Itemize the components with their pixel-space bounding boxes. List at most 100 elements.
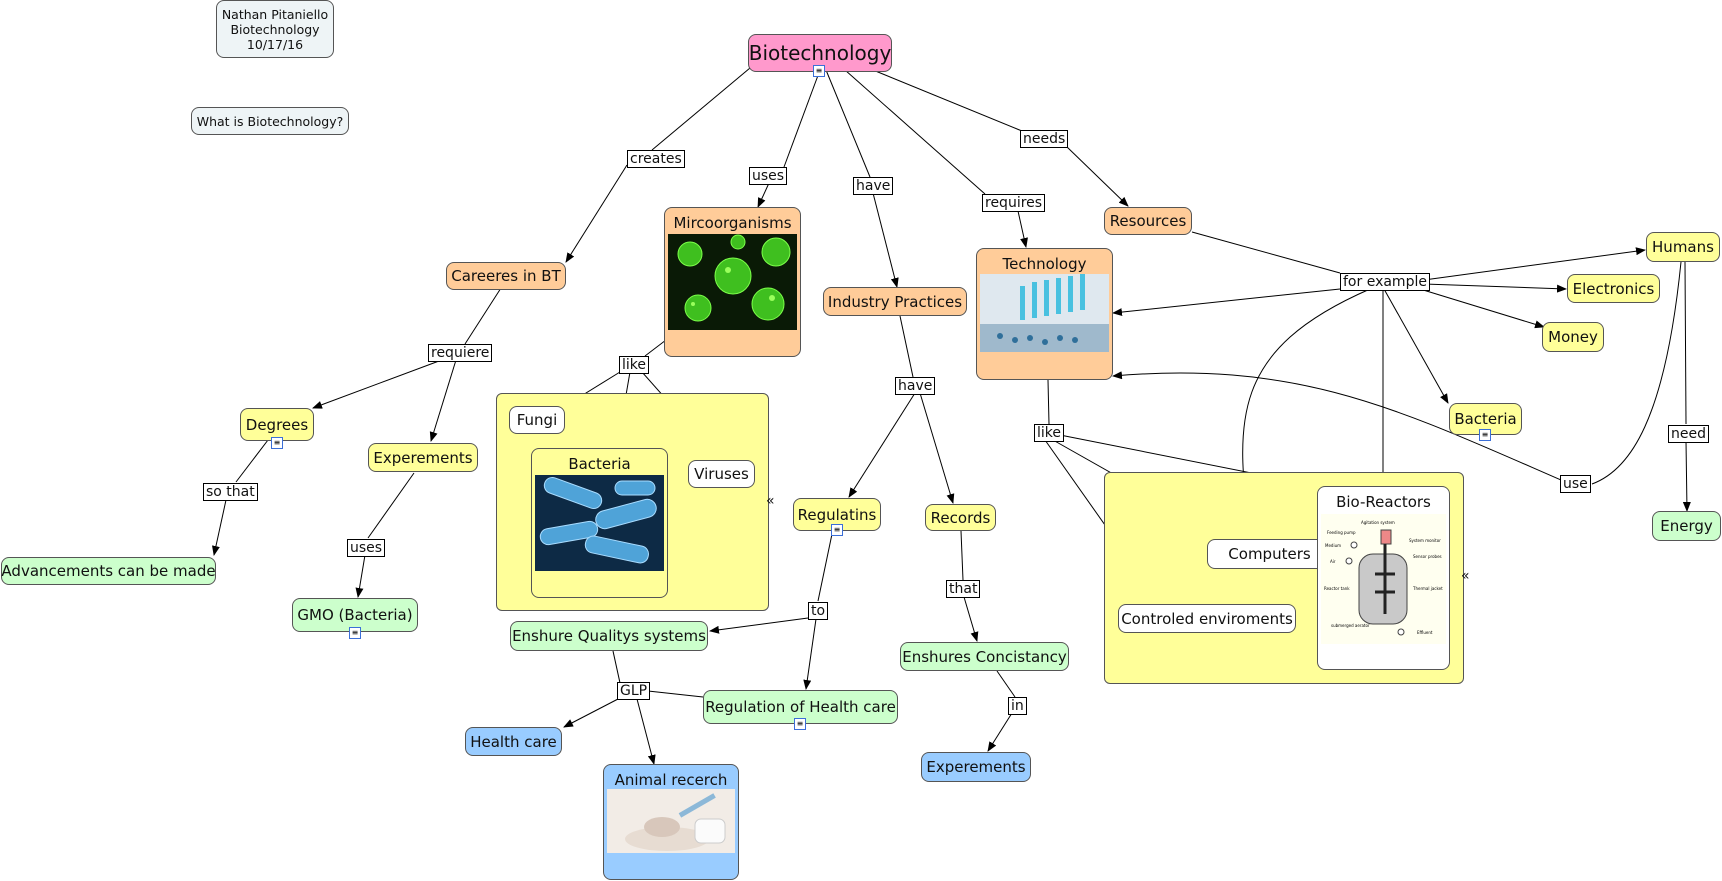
node-industry-practices-label: Industry Practices [827, 292, 963, 311]
virus-illustration [677, 234, 791, 322]
node-energy[interactable]: Energy [1652, 511, 1721, 541]
node-health-care-label: Health care [470, 732, 557, 751]
question-box[interactable]: What is Biotechnology? [191, 107, 349, 135]
note-icon[interactable]: ≡ [831, 524, 843, 536]
node-viruses[interactable]: Viruses [688, 460, 755, 488]
node-biotechnology-label: Biotechnology [748, 41, 892, 65]
node-regulation-health-care-label: Regulation of Health care [705, 698, 896, 716]
note-icon[interactable]: ≡ [1479, 429, 1491, 441]
node-careers-label: Careeres in BT [451, 267, 561, 285]
pipette-illustration [980, 274, 1109, 352]
link-needs[interactable]: needs [1020, 130, 1069, 148]
node-money-label: Money [1548, 328, 1598, 346]
virus-image [668, 234, 797, 330]
node-degrees[interactable]: Degrees [240, 408, 314, 441]
note-icon[interactable]: ≡ [813, 65, 825, 77]
node-degrees-label: Degrees [245, 415, 309, 434]
link-need[interactable]: need [1668, 425, 1709, 443]
link-like-tech[interactable]: like [1034, 424, 1065, 442]
node-careers[interactable]: Careeres in BT [446, 262, 566, 290]
node-quality-systems[interactable]: Enshure Qualitys systems [510, 621, 708, 651]
node-experiments[interactable]: Experements [368, 443, 478, 472]
link-glp[interactable]: GLP [617, 682, 651, 700]
link-to[interactable]: to [808, 602, 829, 620]
link-like-micro[interactable]: like [619, 356, 650, 374]
node-computers-label: Computers [1228, 545, 1311, 563]
node-controlled-environments[interactable]: Controled enviroments [1118, 604, 1296, 633]
node-experiments-label: Experements [373, 448, 473, 467]
bioreactor-feeding-label: Feeding pump [1327, 530, 1356, 535]
node-electronics-label: Electronics [1572, 279, 1655, 298]
bioreactor-medium-label: Medium [1325, 543, 1341, 548]
node-industry-practices[interactable]: Industry Practices [823, 287, 967, 316]
author-subject: Biotechnology [230, 21, 320, 37]
node-energy-label: Energy [1660, 517, 1713, 535]
node-controlled-environments-label: Controled enviroments [1121, 609, 1293, 628]
link-uses[interactable]: uses [749, 167, 788, 185]
bacteria-image [535, 475, 664, 571]
link-so-that[interactable]: so that [203, 483, 258, 501]
link-that[interactable]: that [946, 580, 981, 598]
technology-image [980, 274, 1109, 352]
bioreactor-effluent-label: Effluent [1417, 630, 1433, 635]
lab-mouse-illustration [625, 793, 726, 851]
bioreactor-jacket-label: Thermal jacket [1413, 586, 1443, 591]
node-electronics[interactable]: Electronics [1567, 274, 1660, 303]
link-have-industry[interactable]: have [895, 377, 936, 395]
link-for-example[interactable]: for example [1340, 273, 1430, 291]
node-records-label: Records [930, 508, 991, 527]
node-consistency-label: Enshures Concistancy [902, 647, 1067, 666]
node-health-care[interactable]: Health care [465, 727, 562, 756]
node-fungi-label: Fungi [516, 411, 558, 429]
note-icon[interactable]: ≡ [349, 627, 361, 639]
node-advancements[interactable]: Advancements can be made [1, 557, 216, 585]
animal-research-image [607, 789, 735, 853]
node-technology-label: Technology [1002, 255, 1087, 273]
note-icon[interactable]: ≡ [794, 718, 806, 730]
bioreactor-sparger-label: submerged aerator [1331, 623, 1370, 628]
node-consistency[interactable]: Enshures Concistancy [900, 642, 1069, 671]
node-viruses-label: Viruses [694, 465, 749, 483]
bioreactor-tank-label: Reactor tank [1324, 586, 1350, 591]
link-requires[interactable]: requires [982, 194, 1046, 212]
link-in[interactable]: in [1008, 697, 1027, 715]
bioreactor-agitation-label: Agitation system [1361, 520, 1395, 525]
author-info-box: Nathan Pitaniello Biotechnology 10/17/16 [216, 0, 334, 58]
node-records[interactable]: Records [925, 504, 996, 531]
node-computers[interactable]: Computers [1207, 539, 1332, 569]
bioreactor-image: Agitation system Feeding pump Medium Air… [1321, 514, 1446, 644]
node-fungi[interactable]: Fungi [509, 406, 565, 434]
node-regulations-label: Regulatins [797, 505, 877, 524]
bioreactor-illustration [1345, 529, 1408, 636]
node-experiments-leaf[interactable]: Experements [921, 752, 1031, 782]
bioreactor-air-label: Air [1330, 559, 1336, 564]
node-money[interactable]: Money [1542, 322, 1604, 352]
link-creates[interactable]: creates [627, 150, 685, 168]
node-gmo-label: GMO (Bacteria) [297, 606, 413, 624]
node-animal-research-label: Animal recerch [614, 771, 728, 789]
note-icon[interactable]: ≡ [271, 437, 283, 449]
node-quality-systems-label: Enshure Qualitys systems [512, 627, 706, 645]
node-resources-label: Resources [1109, 212, 1187, 230]
link-use[interactable]: use [1560, 475, 1591, 493]
node-biotechnology[interactable]: Biotechnology [748, 34, 892, 72]
link-requiere[interactable]: requiere [428, 344, 493, 362]
link-uses-experiments[interactable]: uses [347, 539, 386, 557]
author-date: 10/17/16 [246, 36, 304, 52]
bioreactor-sensor-label: Sensor probes [1413, 554, 1442, 559]
node-advancements-label: Advancements can be made [1, 562, 216, 580]
collapse-icon[interactable]: « [1461, 568, 1470, 584]
bioreactor-monitor-label: System monitor [1409, 538, 1441, 543]
question-text: What is Biotechnology? [196, 113, 344, 129]
node-resources[interactable]: Resources [1104, 207, 1192, 235]
bacteria-illustration [539, 476, 657, 564]
node-microorganisms-label: Mircoorganisms [673, 214, 792, 232]
author-name: Nathan Pitaniello [221, 6, 329, 22]
collapse-icon[interactable]: « [766, 493, 775, 509]
node-experiments-leaf-label: Experements [926, 758, 1026, 776]
link-have[interactable]: have [853, 177, 894, 195]
node-bacteria-resource-label: Bacteria [1454, 410, 1517, 428]
node-bioreactors-label: Bio-Reactors [1336, 493, 1431, 511]
node-humans[interactable]: Humans [1646, 232, 1720, 262]
node-humans-label: Humans [1652, 238, 1714, 256]
